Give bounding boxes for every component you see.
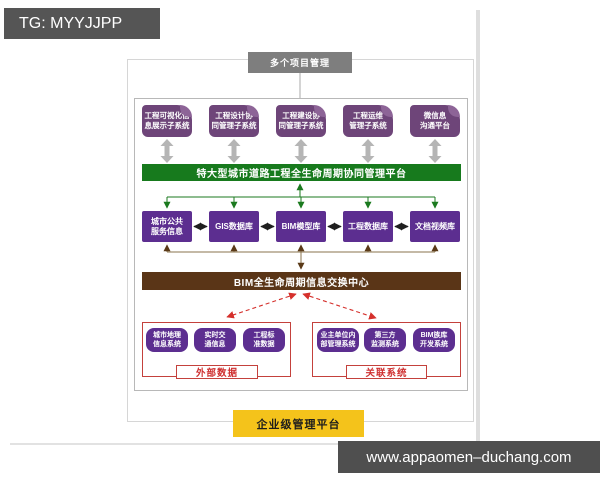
database-box-engineering: 工程数据库: [343, 211, 393, 242]
external-data-label: 外部数据: [176, 365, 258, 379]
database-box-city-service: 城市公共 服务信息: [142, 211, 192, 242]
database-box-doc-video: 文档视频库: [410, 211, 460, 242]
database-box-gis: GIS数据库: [209, 211, 259, 242]
subsystem-box-construction: 工程建设协 同管理子系统: [276, 105, 326, 137]
subsystem-box-design: 工程设计协 同管理子系统: [209, 105, 259, 137]
enterprise-platform-bar: 企业级管理平台: [233, 410, 364, 437]
related-systems-label: 关联系统: [346, 365, 427, 379]
related-box-third-party: 第三方 监测系统: [364, 328, 406, 352]
external-box-traffic: 实时交 通信息: [194, 328, 236, 352]
telegram-watermark: TG: MYYJJPP: [4, 8, 160, 39]
external-box-standards: 工程标 准数据: [243, 328, 285, 352]
subsystem-box-messaging: 微信息 沟通平台: [410, 105, 460, 137]
related-box-owner-mgmt: 业主单位内 部管理系统: [317, 328, 359, 352]
site-watermark: www.appaomen–duchang.com: [338, 441, 600, 473]
page-shadow-right: [476, 10, 480, 444]
subsystem-box-visualization: 工程可视化信 息展示子系统: [142, 105, 192, 137]
exchange-bar: BIM全生命周期信息交换中心: [142, 272, 461, 290]
platform-bar: 特大型城市道路工程全生命周期协同管理平台: [142, 164, 461, 181]
external-box-city-geo: 城市地理 信息系统: [146, 328, 188, 352]
subsystem-box-operation: 工程运维 管理子系统: [343, 105, 393, 137]
page-shadow-bottom: [10, 443, 340, 445]
related-box-bim-family: BIM族库 开发系统: [413, 328, 455, 352]
diagram-inner-frame: [134, 98, 468, 391]
database-box-bim-model: BIM模型库: [276, 211, 326, 242]
multi-project-box: 多个项目管理: [248, 52, 352, 73]
